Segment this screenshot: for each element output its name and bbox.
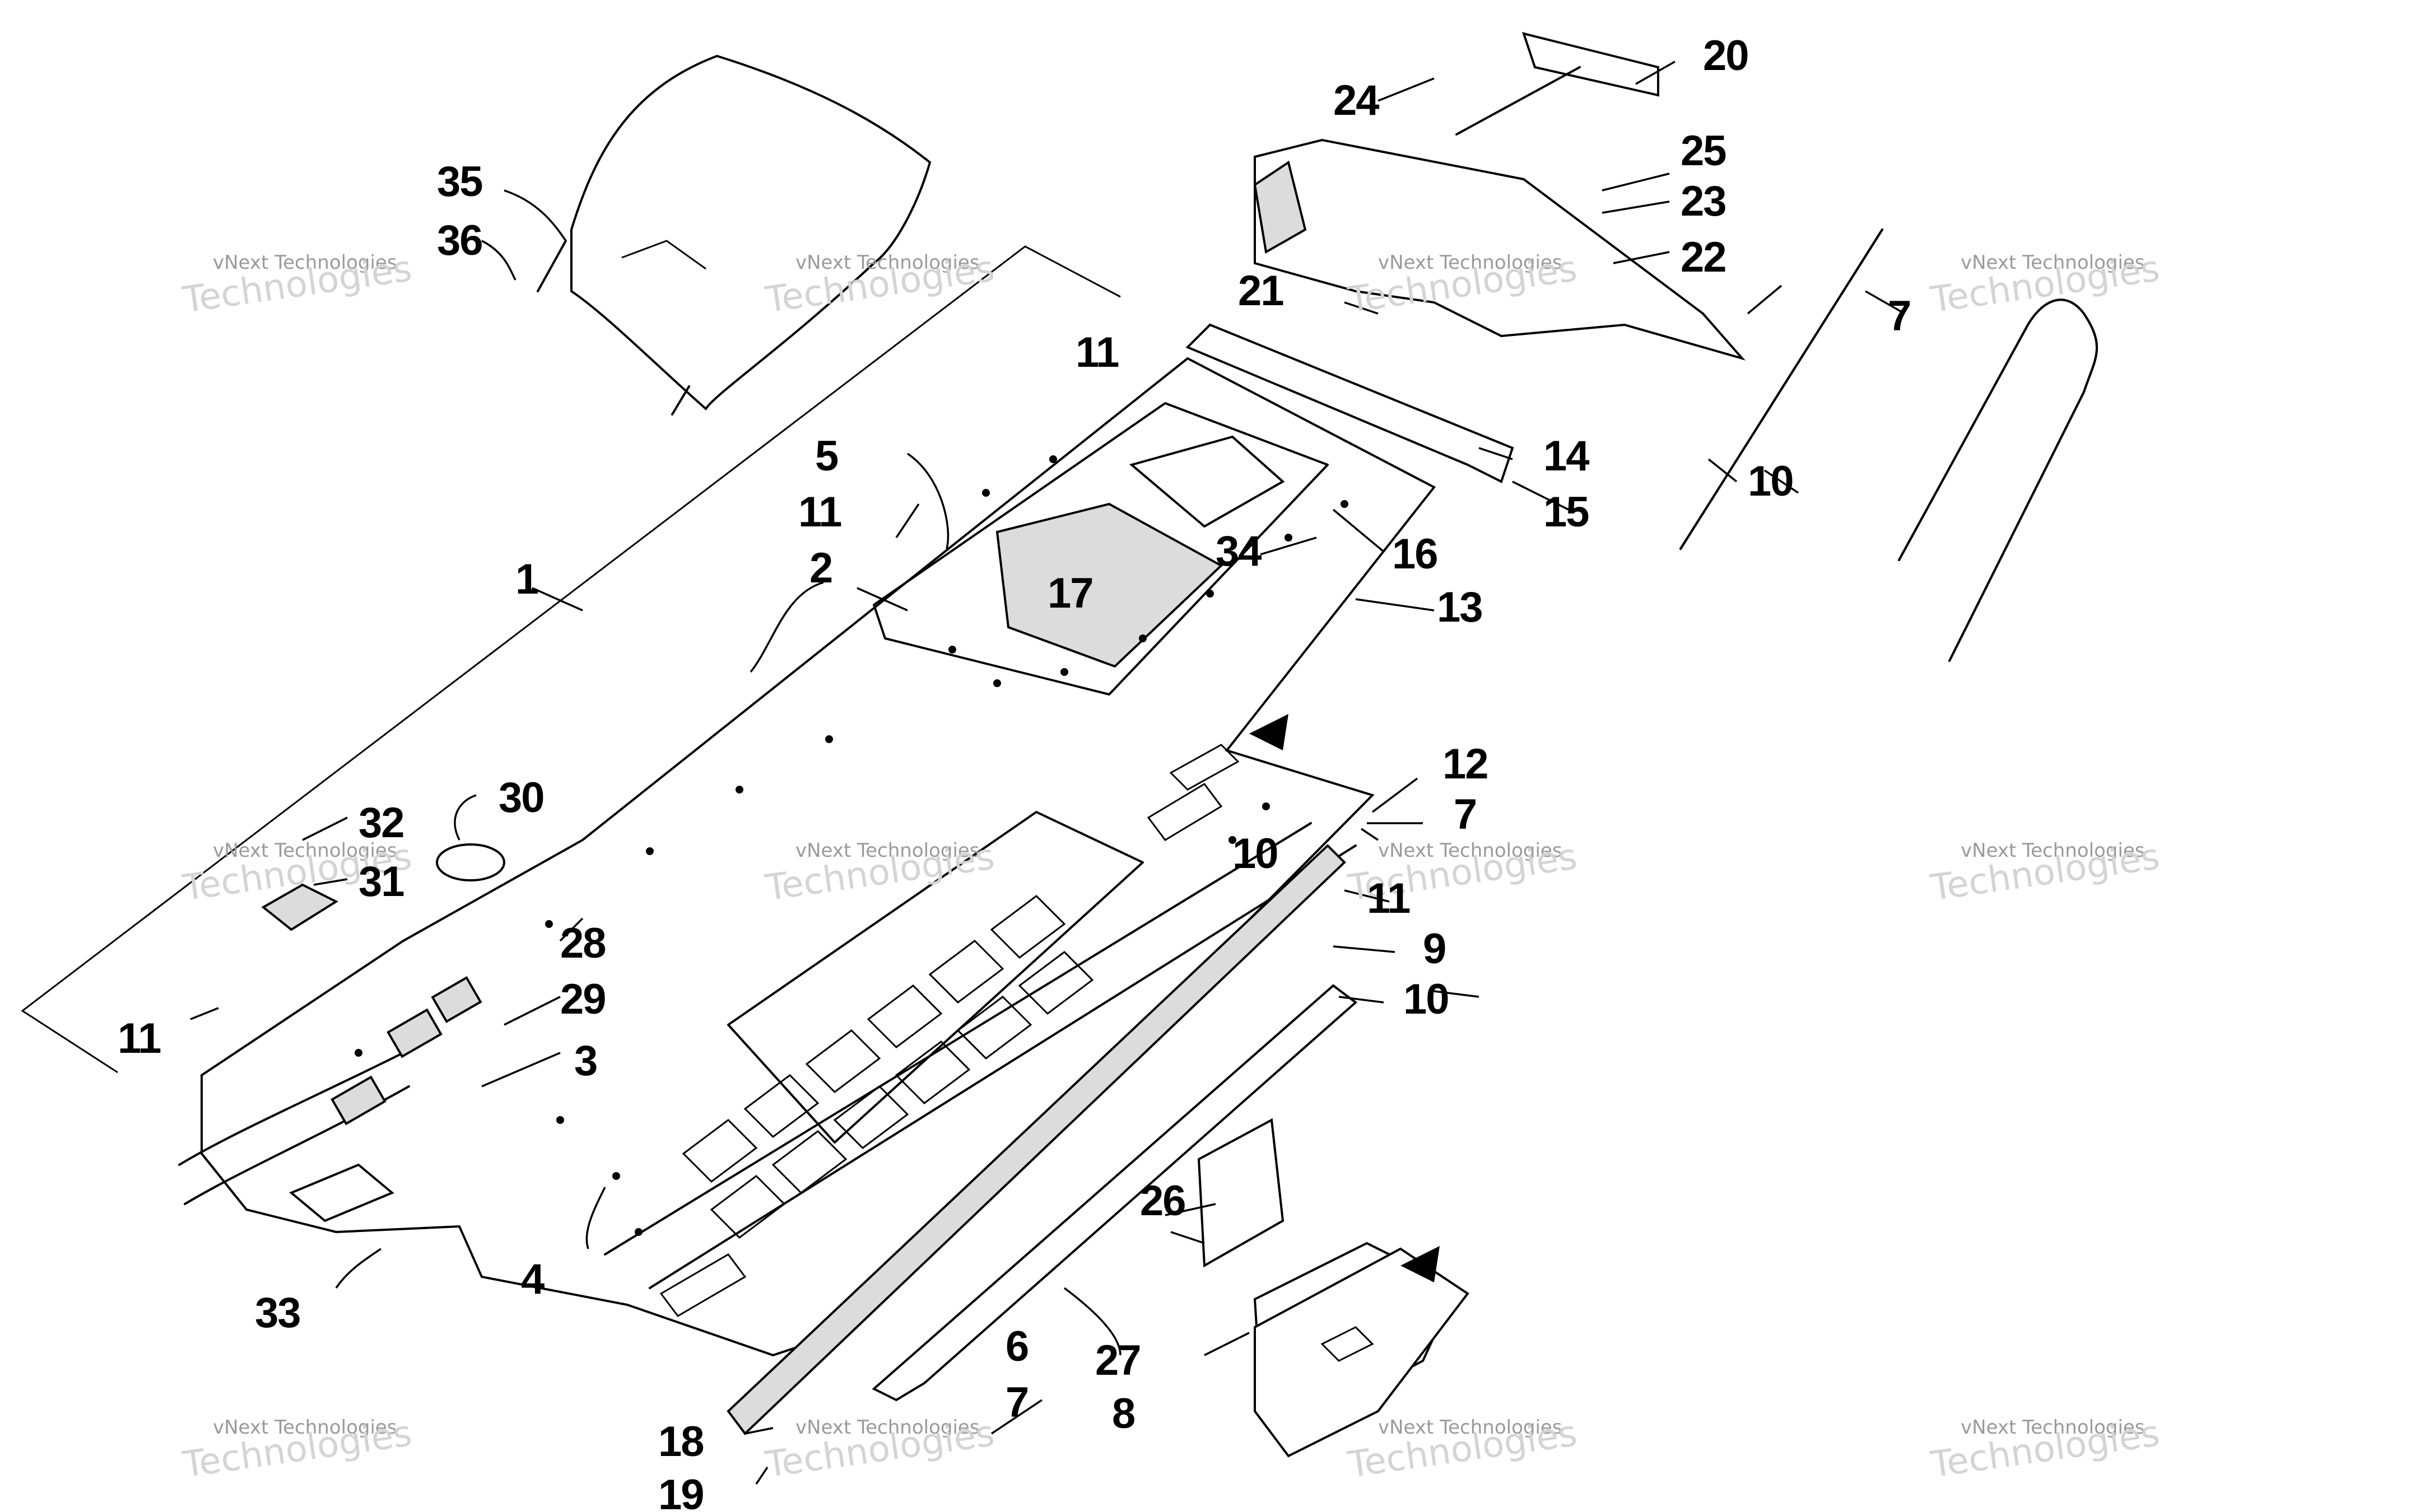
callout-13: 13	[1437, 584, 1482, 631]
watermark-line1: vNext Technologies	[1378, 251, 1562, 274]
callout-15: 15	[1543, 488, 1589, 536]
callout-10b: 10	[1232, 830, 1278, 878]
watermark-line1: vNext Technologies	[795, 251, 980, 274]
watermark-line1: vNext Technologies	[1378, 1416, 1562, 1439]
callout-8: 8	[1112, 1390, 1134, 1438]
callout-31: 31	[359, 858, 404, 906]
watermark-line1: vNext Technologies	[213, 839, 397, 862]
callout-11b: 11	[798, 488, 841, 536]
callout-26: 26	[1140, 1177, 1185, 1225]
callout-30: 30	[499, 774, 544, 822]
clip-30	[436, 843, 505, 881]
callout-22: 22	[1681, 234, 1726, 281]
callout-18: 18	[658, 1418, 704, 1466]
seat-base	[1253, 32, 1746, 361]
callout-19: 19	[658, 1471, 704, 1512]
callout-14: 14	[1543, 432, 1589, 480]
callout-24: 24	[1333, 77, 1379, 124]
callout-3: 3	[574, 1037, 597, 1085]
callout-21: 21	[1238, 267, 1283, 315]
callout-34: 34	[1216, 528, 1262, 575]
callout-29: 29	[560, 976, 606, 1023]
rail-parts	[727, 844, 1458, 1436]
decals	[261, 883, 394, 1222]
callout-27: 27	[1095, 1337, 1141, 1384]
callout-5: 5	[815, 432, 838, 480]
watermark-line1: vNext Technologies	[213, 1416, 397, 1439]
callout-2: 2	[809, 544, 832, 592]
callout-11c: 11	[1367, 875, 1410, 922]
callout-labels: 1 2 3 4 5 6 7 7 7 8 9 10 10 10 11 11 11 …	[118, 32, 1911, 1512]
leader-lines	[190, 60, 1905, 1485]
callout-11d: 11	[118, 1015, 161, 1062]
callout-12: 12	[1442, 740, 1488, 788]
callout-7b: 7	[1454, 791, 1476, 838]
callout-9: 9	[1423, 925, 1445, 973]
callout-10a: 10	[1748, 458, 1793, 505]
tunnel-assembly	[201, 357, 1436, 1357]
callout-4: 4	[521, 1256, 544, 1303]
callout-23: 23	[1681, 178, 1726, 225]
watermark-line1: vNext Technologies	[795, 1416, 980, 1439]
callout-36: 36	[437, 217, 482, 264]
reference-markers	[1249, 714, 1440, 1282]
watermark-line1: vNext Technologies	[1961, 251, 2145, 274]
callout-35: 35	[437, 158, 482, 206]
callout-1: 1	[515, 556, 538, 603]
rear-bumper	[1679, 228, 2098, 662]
callout-16: 16	[1392, 530, 1437, 578]
watermark-line1: vNext Technologies	[213, 251, 397, 274]
front-bracket	[1254, 1247, 1469, 1458]
tail-bracket	[1185, 323, 1514, 483]
callout-6: 6	[1006, 1323, 1028, 1370]
fuel-hose-assembly	[178, 976, 482, 1205]
storage-bag	[537, 54, 932, 416]
watermark-line1: vNext Technologies	[1961, 839, 2145, 862]
callout-28: 28	[560, 920, 606, 967]
callout-25: 25	[1681, 127, 1726, 175]
callout-17: 17	[1048, 570, 1093, 617]
watermark-line1: vNext Technologies	[795, 839, 980, 862]
callout-32: 32	[359, 799, 404, 847]
callout-33: 33	[255, 1289, 300, 1337]
assembly-outline-1	[21, 245, 1121, 1074]
watermark-line1: vNext Technologies	[1961, 1416, 2145, 1439]
callout-20: 20	[1703, 32, 1748, 80]
watermark-line1: vNext Technologies	[1378, 839, 1562, 862]
callout-7a: 7	[1888, 292, 1910, 340]
callout-11a: 11	[1076, 329, 1119, 376]
callout-7c: 7	[1006, 1379, 1028, 1426]
callout-10c: 10	[1403, 976, 1449, 1023]
